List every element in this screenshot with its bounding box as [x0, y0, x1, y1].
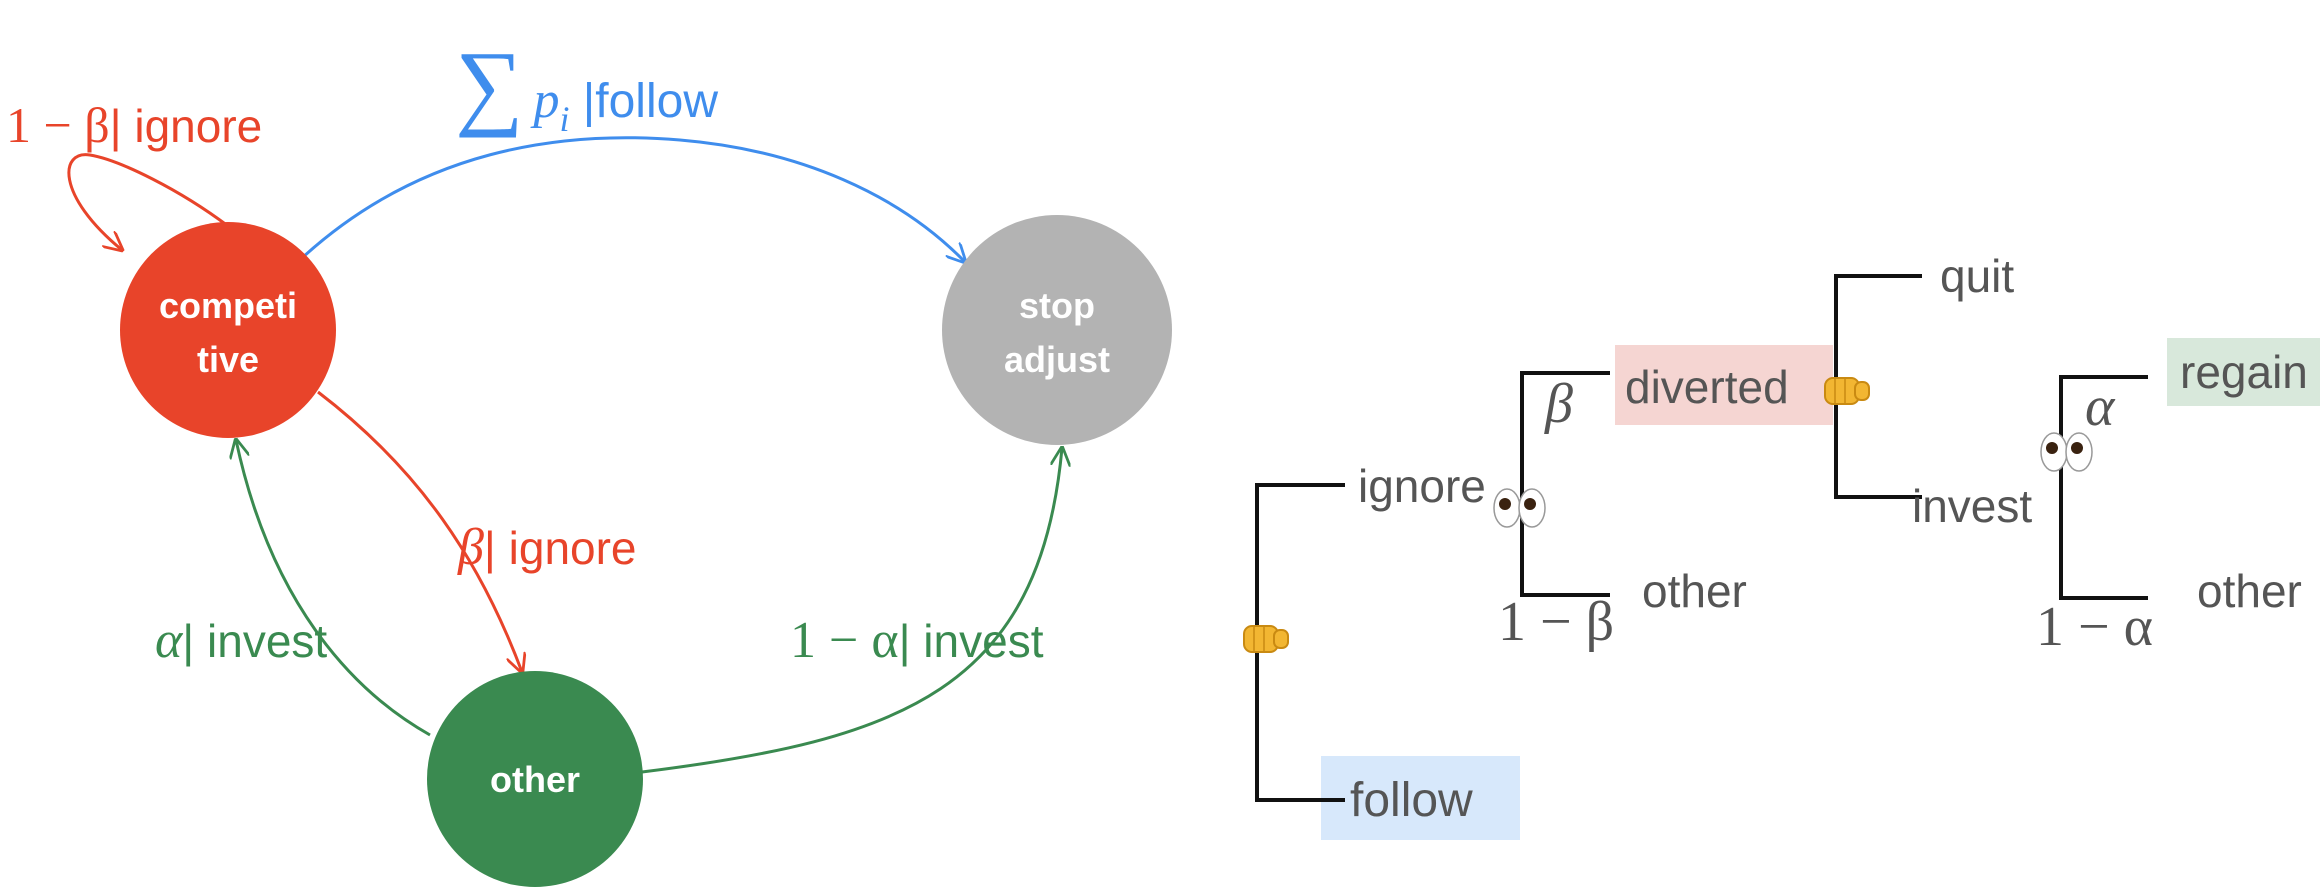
edge-competitive-to-other — [317, 390, 522, 672]
edge-other-to-competitive — [236, 440, 431, 737]
label-self-loop-action: | ignore — [110, 100, 263, 152]
tree-quit-label: quit — [1940, 250, 2014, 302]
tree-one-minus-beta-label: 1 − β — [1498, 591, 1614, 653]
label-self-loop: 1 − β| ignore — [6, 97, 262, 153]
highlight-regain — [2167, 338, 2320, 406]
highlight-diverted — [1615, 345, 1833, 425]
node-other: other — [427, 671, 643, 887]
label-other-to-stop: 1 − α| invest — [790, 612, 1044, 669]
label-other-to-competitive-action: | invest — [182, 615, 327, 667]
edge-competitive-to-stop — [300, 136, 965, 262]
label-to-other-action: | ignore — [484, 522, 637, 574]
label-to-other: β| ignore — [457, 519, 637, 576]
label-other-to-competitive-prob: α — [155, 612, 184, 669]
tree-invest-bracket — [2059, 375, 2148, 600]
label-to-other-prob: β — [457, 519, 484, 576]
label-other-to-stop-prob: 1 − α — [790, 612, 899, 669]
label-to-stop-action: |follow — [569, 75, 718, 128]
tree-other1-label: other — [1642, 565, 1747, 617]
label-other-to-stop-action: | invest — [899, 615, 1044, 667]
label-to-stop: ∑pi |follow — [455, 31, 718, 139]
eyes-icon — [2040, 432, 2093, 472]
node-stop-adjust-line1: stop — [1019, 285, 1095, 326]
fist-icon — [1824, 377, 1870, 405]
node-other-label: other — [490, 759, 580, 800]
eyes-icon — [1493, 488, 1546, 528]
tree-ignore-label: ignore — [1358, 460, 1486, 512]
tree-invest-label: invest — [1912, 480, 2032, 532]
tree-alpha-label: α — [2085, 376, 2116, 438]
highlight-follow — [1321, 756, 1520, 840]
tree-diverted-label: diverted — [1625, 361, 1789, 413]
tree-follow-label: follow — [1350, 774, 1473, 827]
edge-other-to-stop — [641, 448, 1062, 774]
tree-ignore-bracket — [1520, 371, 1610, 597]
tree-beta-label: β — [1544, 373, 1573, 435]
label-to-stop-sub: i — [559, 99, 569, 139]
fist-icon — [1243, 625, 1289, 653]
node-competitive-line1: competi — [159, 285, 297, 326]
label-self-loop-prob: 1 − β — [6, 97, 110, 153]
node-stop-adjust: stop adjust — [942, 215, 1172, 445]
node-stop-adjust-line2: adjust — [1004, 339, 1110, 380]
edge-self-loop — [67, 153, 229, 250]
node-competitive: competi tive — [120, 222, 336, 438]
label-to-stop-var: p — [529, 72, 559, 129]
tree-regain-label: regain — [2180, 346, 2308, 398]
tree-one-minus-alpha-label: 1 − α — [2036, 596, 2153, 658]
label-to-stop-sum: ∑ — [455, 31, 523, 138]
node-competitive-line2: tive — [197, 339, 259, 380]
tree-other2-label: other — [2197, 565, 2302, 617]
label-other-to-competitive: α| invest — [155, 612, 327, 669]
